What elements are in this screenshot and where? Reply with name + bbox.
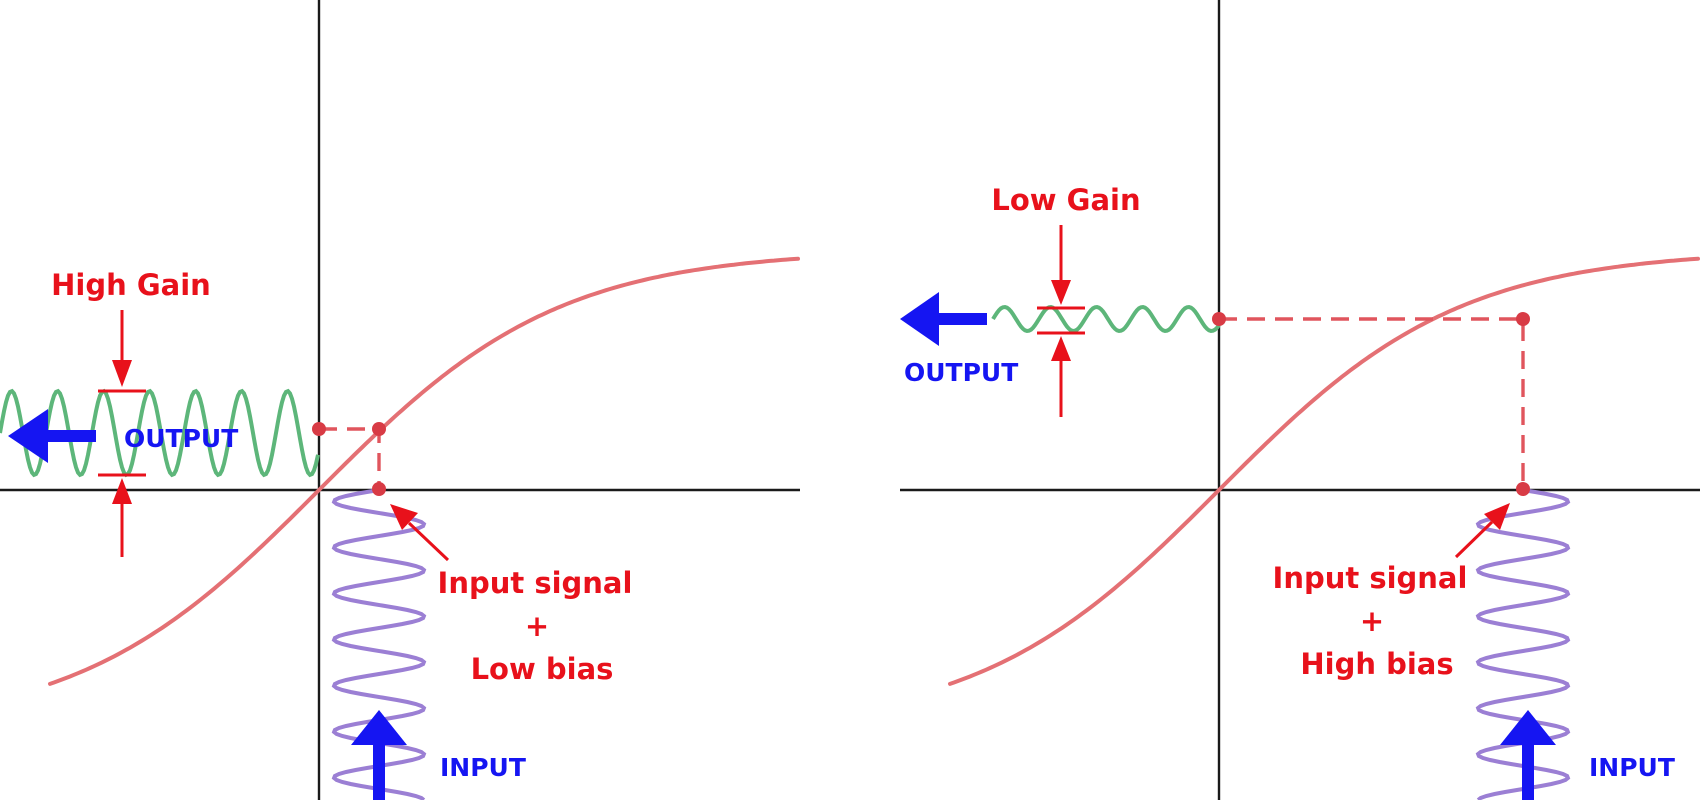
- left-output-label: OUTPUT: [124, 424, 238, 453]
- right-annotation-line-3: High bias: [1300, 647, 1453, 681]
- right-gain-marker: [1037, 225, 1085, 417]
- right-output-point: [1212, 312, 1226, 326]
- left-bias-point: [372, 482, 386, 496]
- right-input-arrow: [1500, 710, 1556, 800]
- right-annotation-line-2: +: [1360, 604, 1384, 638]
- right-transfer-curve: [948, 256, 1700, 686]
- left-output-point: [312, 422, 326, 436]
- right-gain-label: Low Gain: [991, 183, 1140, 217]
- left-output-arrow: [8, 409, 96, 463]
- right-output-label: OUTPUT: [904, 358, 1018, 387]
- left-annotation-arrow: [390, 504, 450, 562]
- right-output-signal: [991, 304, 1221, 334]
- right-annotation-arrow: [1454, 503, 1510, 559]
- right-bias-point: [1516, 482, 1530, 496]
- right-panel: Low Gain OUTPUT INPUT Input signal + Hig…: [900, 0, 1700, 800]
- left-transfer-curve: [48, 256, 800, 686]
- right-input-label: INPUT: [1589, 753, 1675, 782]
- left-input-signal: [331, 488, 427, 800]
- left-operating-point: [372, 422, 386, 436]
- right-annotation-line-1: Input signal: [1273, 561, 1468, 595]
- left-panel: High Gain OUTPUT INPUT Input signal + Lo…: [0, 0, 800, 800]
- left-input-label: INPUT: [440, 753, 526, 782]
- left-annotation-line-3: Low bias: [471, 652, 614, 686]
- left-gain-marker: [98, 310, 146, 557]
- right-operating-point-projection: [1219, 317, 1525, 489]
- right-output-arrow: [900, 292, 987, 346]
- left-gain-label: High Gain: [51, 268, 211, 302]
- right-operating-point: [1516, 312, 1530, 326]
- right-input-signal: [1475, 488, 1571, 800]
- left-output-signal: [0, 388, 320, 478]
- left-annotation-line-1: Input signal: [438, 566, 633, 600]
- left-annotation-line-2: +: [525, 609, 549, 643]
- left-input-arrow: [351, 710, 407, 800]
